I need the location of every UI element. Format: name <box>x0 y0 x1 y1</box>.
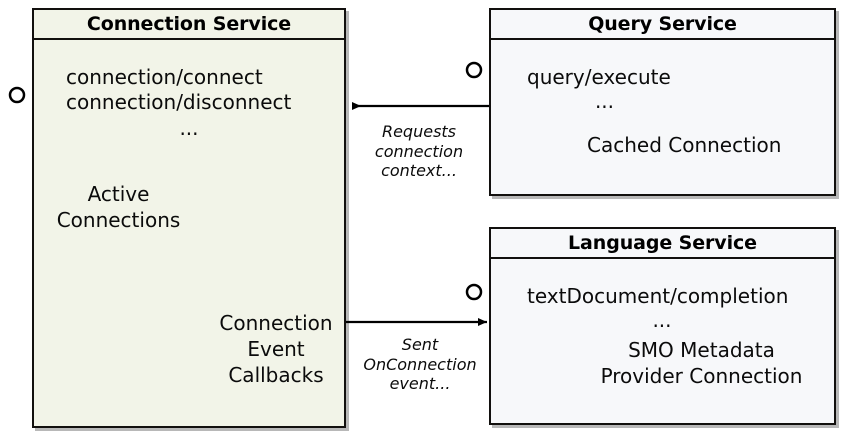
smo-metadata-label-line2: Provider Connection <box>600 364 803 388</box>
callbacks-label-line1: Connection <box>219 311 333 335</box>
endpoint-textdocument-completion[interactable]: textDocument/completion <box>527 284 789 308</box>
cached-connection-label: Cached Connection <box>587 133 782 157</box>
query-service-header: Query Service <box>491 10 834 40</box>
connector-label-line3: context... <box>381 161 457 181</box>
connection-service-title: Connection Service <box>86 13 292 35</box>
endpoint-connection-disconnect[interactable]: connection/disconnect <box>66 90 292 114</box>
connector-label-connection-to-language: Sent OnConnection event... <box>352 335 488 394</box>
language-service-body: textDocument/completion ... SMO Metadata… <box>491 257 834 423</box>
connection-service-endpoints-ellipsis: ... <box>179 116 199 140</box>
query-service-body: query/execute ... Cached Connection <box>491 38 834 194</box>
connection-service-header: Connection Service <box>34 10 344 40</box>
query-service-endpoints-ellipsis: ... <box>594 89 615 113</box>
component-language-service[interactable]: Language Service textDocument/completion… <box>489 227 836 425</box>
active-connections-label-line2: Connections <box>56 208 181 232</box>
connector-label-line1: Sent <box>401 335 439 354</box>
smo-metadata-label-line1: SMO Metadata <box>628 338 775 362</box>
connector-label-line2: connection <box>374 141 464 161</box>
connector-label-line1: Requests <box>381 122 457 141</box>
language-service-endpoints-ellipsis: ... <box>652 308 672 332</box>
callbacks-label-line2: Event <box>247 337 305 361</box>
endpoint-query-execute[interactable]: query/execute <box>527 65 671 89</box>
query-service-title: Query Service <box>588 13 737 35</box>
language-service-title: Language Service <box>568 232 757 254</box>
connector-label-line3: event... <box>389 374 451 394</box>
language-service-header: Language Service <box>491 229 834 259</box>
active-connections-label-line1: Active <box>87 182 150 206</box>
component-connection-service[interactable]: Connection Service connection/connect co… <box>32 8 346 428</box>
component-query-service[interactable]: Query Service query/execute ... Cached C… <box>489 8 836 196</box>
callbacks-label-line3: Callbacks <box>228 363 324 387</box>
connection-service-body: connection/connect connection/disconnect… <box>34 38 344 426</box>
endpoint-connection-connect[interactable]: connection/connect <box>66 65 263 89</box>
connector-label-line2: OnConnection <box>363 354 477 374</box>
connector-label-query-to-connection: Requests connection context... <box>355 122 483 181</box>
